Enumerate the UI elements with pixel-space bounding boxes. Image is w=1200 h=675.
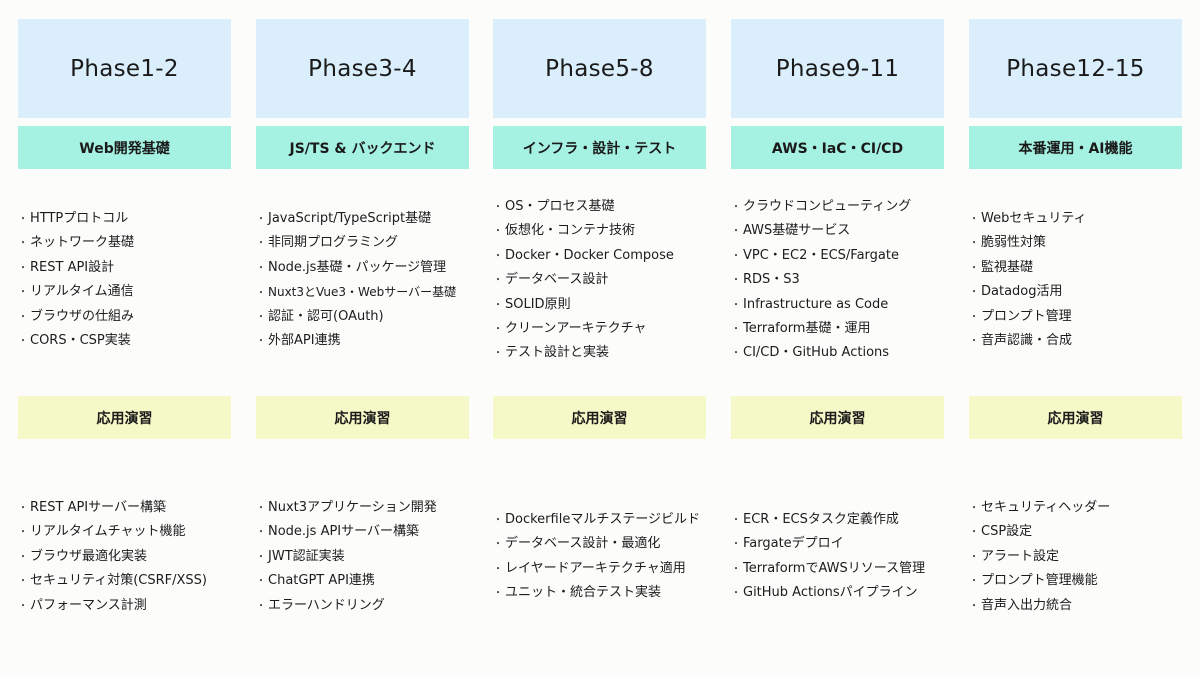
theme-label: 本番運用・AI機能 (969, 126, 1182, 169)
topic-item: Webセキュリティ (969, 207, 1194, 231)
phase-title: Phase5-8 (493, 19, 706, 118)
exercise-item: TerraformでAWSリソース管理 (731, 557, 956, 581)
topic-item: HTTPプロトコル (18, 207, 243, 231)
topic-item: Terraform基礎・運用 (731, 317, 956, 341)
exercise-item: ユニット・統合テスト実装 (493, 581, 718, 605)
topic-item: Docker・Docker Compose (493, 244, 718, 268)
exercise-item: レイヤードアーキテクチャ適用 (493, 557, 718, 581)
exercise-item: ECR・ECSタスク定義作成 (731, 508, 956, 532)
exercise-list: ECR・ECSタスク定義作成 Fargateデプロイ TerraformでAWS… (731, 508, 956, 606)
practice-label: 応用演習 (256, 396, 469, 439)
topic-item: Nuxt3とVue3・Webサーバー基礎 (256, 280, 481, 304)
topic-item: クリーンアーキテクチャ (493, 317, 718, 341)
exercise-item: ChatGPT API連携 (256, 569, 481, 593)
topic-item: 認証・認可(OAuth) (256, 305, 481, 329)
exercise-list: Nuxt3アプリケーション開発 Node.js APIサーバー構築 JWT認証実… (256, 496, 481, 618)
phase-column-4: Phase9-11 AWS・IaC・CI/CD クラウドコンピューティング AW… (731, 19, 944, 659)
topic-item: REST API設計 (18, 256, 243, 280)
topic-item: Node.js基礎・パッケージ管理 (256, 256, 481, 280)
topic-item: AWS基礎サービス (731, 219, 956, 243)
topic-item: プロンプト管理 (969, 305, 1194, 329)
phase-title: Phase12-15 (969, 19, 1182, 118)
practice-label: 応用演習 (969, 396, 1182, 439)
exercise-list: REST APIサーバー構築 リアルタイムチャット機能 ブラウザ最適化実装 セキ… (18, 496, 243, 618)
practice-label: 応用演習 (731, 396, 944, 439)
topic-list: クラウドコンピューティング AWS基礎サービス VPC・EC2・ECS/Farg… (731, 195, 956, 366)
exercise-item: リアルタイムチャット機能 (18, 520, 243, 544)
exercise-list: セキュリティヘッダー CSP設定 アラート設定 プロンプト管理機能 音声入出力統… (969, 496, 1194, 618)
topic-item: ネットワーク基礎 (18, 231, 243, 255)
topic-item: Infrastructure as Code (731, 293, 956, 317)
topic-item: データベース設計 (493, 268, 718, 292)
exercise-item: セキュリティ対策(CSRF/XSS) (18, 569, 243, 593)
exercise-item: GitHub Actionsパイプライン (731, 581, 956, 605)
topic-item: 音声認識・合成 (969, 329, 1194, 353)
topic-item: 脆弱性対策 (969, 231, 1194, 255)
topic-item: JavaScript/TypeScript基礎 (256, 207, 481, 231)
theme-label: Web開発基礎 (18, 126, 231, 169)
exercise-item: CSP設定 (969, 520, 1194, 544)
topic-item: リアルタイム通信 (18, 280, 243, 304)
exercise-item: 音声入出力統合 (969, 594, 1194, 618)
topic-item: クラウドコンピューティング (731, 195, 956, 219)
topic-list: HTTPプロトコル ネットワーク基礎 REST API設計 リアルタイム通信 ブ… (18, 207, 243, 353)
exercise-item: Dockerfileマルチステージビルド (493, 508, 718, 532)
exercise-item: Fargateデプロイ (731, 532, 956, 556)
exercise-item: パフォーマンス計測 (18, 594, 243, 618)
topic-item: 仮想化・コンテナ技術 (493, 219, 718, 243)
topic-list: JavaScript/TypeScript基礎 非同期プログラミング Node.… (256, 207, 481, 353)
phase-title: Phase3-4 (256, 19, 469, 118)
exercise-item: ブラウザ最適化実装 (18, 545, 243, 569)
topic-item: CORS・CSP実装 (18, 329, 243, 353)
exercise-item: エラーハンドリング (256, 594, 481, 618)
exercise-item: REST APIサーバー構築 (18, 496, 243, 520)
topic-item: 監視基礎 (969, 256, 1194, 280)
exercise-item: プロンプト管理機能 (969, 569, 1194, 593)
practice-label: 応用演習 (493, 396, 706, 439)
phase-column-2: Phase3-4 JS/TS & バックエンド JavaScript/TypeS… (256, 19, 469, 659)
exercise-item: アラート設定 (969, 545, 1194, 569)
exercise-item: JWT認証実装 (256, 545, 481, 569)
exercise-item: Node.js APIサーバー構築 (256, 520, 481, 544)
topic-list: Webセキュリティ 脆弱性対策 監視基礎 Datadog活用 プロンプト管理 音… (969, 207, 1194, 353)
exercise-item: Nuxt3アプリケーション開発 (256, 496, 481, 520)
topic-item: Datadog活用 (969, 280, 1194, 304)
exercise-item: データベース設計・最適化 (493, 532, 718, 556)
topic-item: 非同期プログラミング (256, 231, 481, 255)
topic-item: RDS・S3 (731, 268, 956, 292)
topic-item: SOLID原則 (493, 293, 718, 317)
practice-label: 応用演習 (18, 396, 231, 439)
topic-item: OS・プロセス基礎 (493, 195, 718, 219)
theme-label: AWS・IaC・CI/CD (731, 126, 944, 169)
theme-label: JS/TS & バックエンド (256, 126, 469, 169)
theme-label: インフラ・設計・テスト (493, 126, 706, 169)
phase-title: Phase1-2 (18, 19, 231, 118)
topic-item: 外部API連携 (256, 329, 481, 353)
topic-item: VPC・EC2・ECS/Fargate (731, 244, 956, 268)
topic-list: OS・プロセス基礎 仮想化・コンテナ技術 Docker・Docker Compo… (493, 195, 718, 366)
phase-column-1: Phase1-2 Web開発基礎 HTTPプロトコル ネットワーク基礎 REST… (18, 19, 231, 659)
phase-title: Phase9-11 (731, 19, 944, 118)
topic-item: テスト設計と実装 (493, 341, 718, 365)
exercise-item: セキュリティヘッダー (969, 496, 1194, 520)
topic-item: CI/CD・GitHub Actions (731, 341, 956, 365)
exercise-list: Dockerfileマルチステージビルド データベース設計・最適化 レイヤードア… (493, 508, 718, 606)
phase-column-5: Phase12-15 本番運用・AI機能 Webセキュリティ 脆弱性対策 監視基… (969, 19, 1182, 659)
phase-column-3: Phase5-8 インフラ・設計・テスト OS・プロセス基礎 仮想化・コンテナ技… (493, 19, 706, 659)
topic-item: ブラウザの仕組み (18, 305, 243, 329)
